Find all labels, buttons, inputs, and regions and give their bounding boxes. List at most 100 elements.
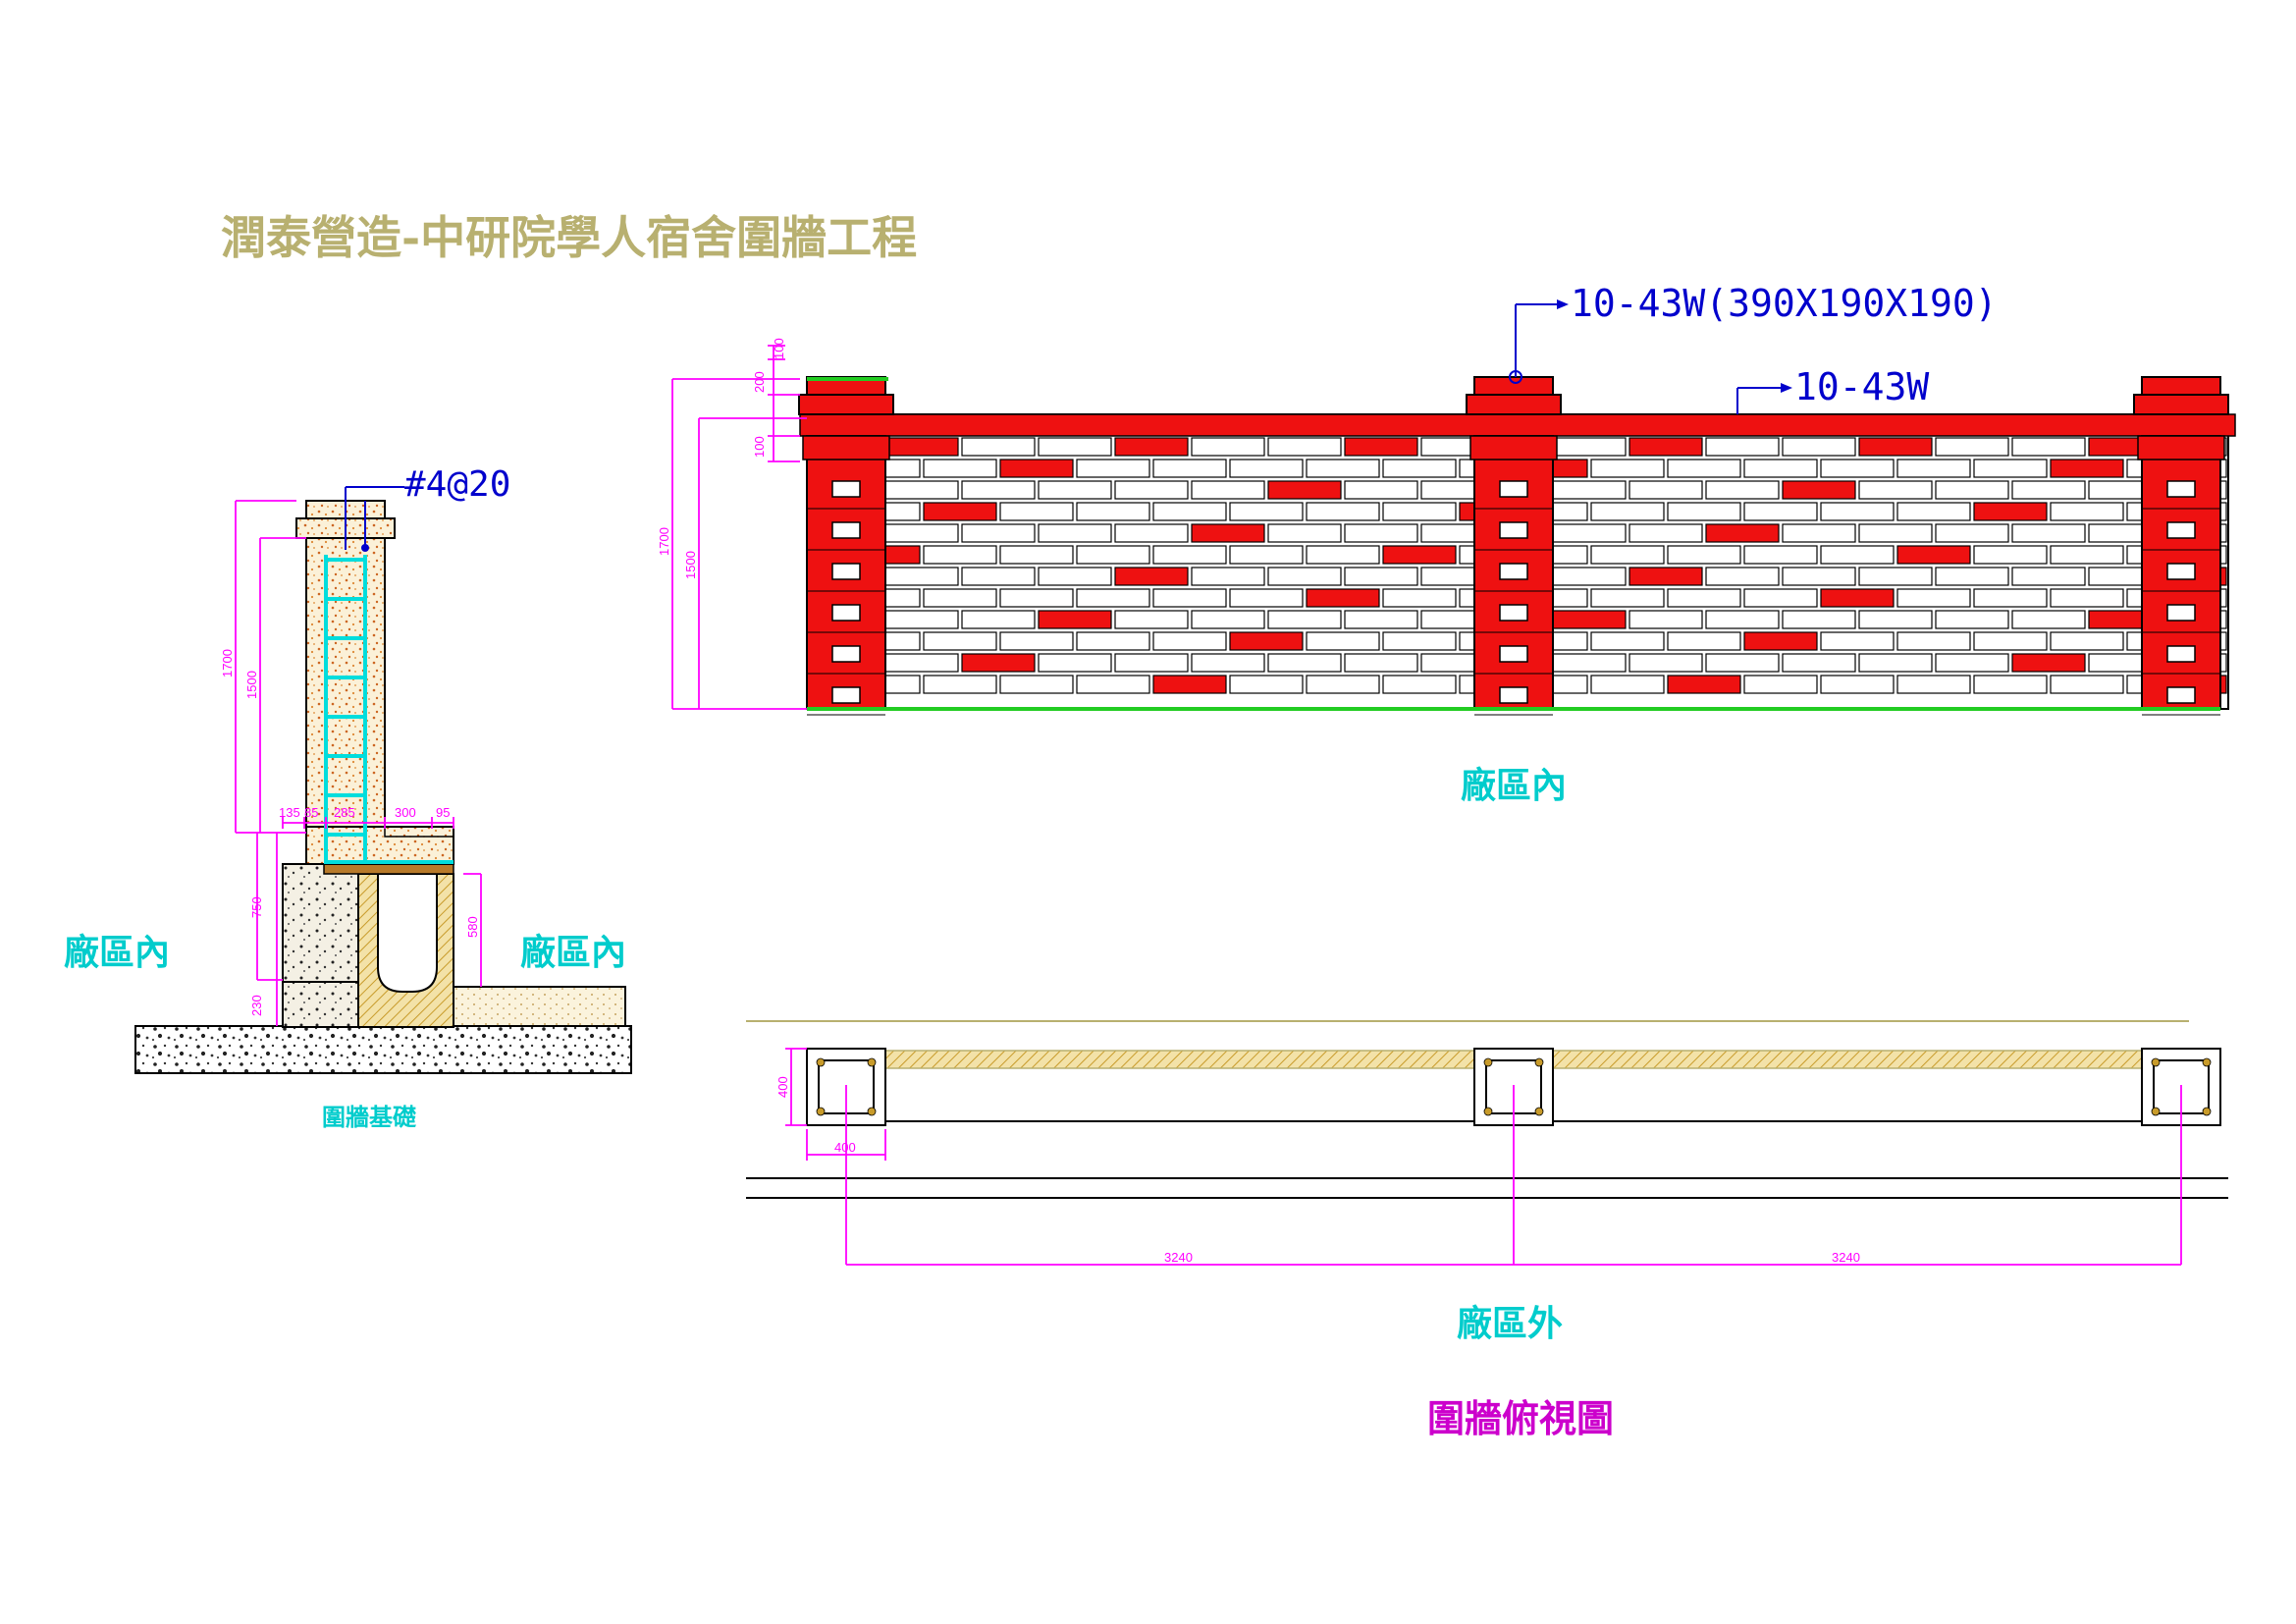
ground-slab (134, 1025, 632, 1074)
brick (884, 523, 959, 543)
pillar-cap-upper (1473, 376, 1554, 396)
elev-dim-1500: 1500 (683, 551, 698, 579)
section-label-right: 廠區內 (520, 932, 626, 973)
brick (1267, 653, 1342, 673)
pillar-cap-lower (798, 394, 894, 415)
brick (1229, 631, 1304, 651)
brick (1552, 545, 1588, 565)
brick (1935, 480, 2009, 500)
brick (1382, 459, 1457, 478)
pillar-opening (1499, 521, 1528, 539)
brick (1344, 653, 1418, 673)
brick (1152, 588, 1227, 608)
brick (1782, 567, 1856, 586)
plan-label-outside: 廠區外 (1457, 1303, 1563, 1344)
brick (1935, 523, 2009, 543)
brick (961, 610, 1036, 629)
elev-dim-200: 200 (752, 371, 767, 393)
brick (1344, 523, 1418, 543)
pillar-opening (2166, 480, 2196, 498)
brick (1306, 545, 1380, 565)
plan-caption: 圍牆俯視圖 (1427, 1397, 1614, 1440)
brick (1973, 502, 2048, 521)
pillar-collar (1469, 435, 1558, 460)
brick (1667, 502, 1741, 521)
brick (1590, 545, 1665, 565)
brick (923, 588, 997, 608)
brick (1076, 459, 1150, 478)
brick (1382, 675, 1457, 694)
brick (2050, 675, 2124, 694)
brick (999, 502, 1074, 521)
plan-rebar (2202, 1057, 2212, 1067)
plan-wall-right (1552, 1050, 2143, 1069)
brick (999, 459, 1074, 478)
brick (1629, 437, 1703, 457)
brick (884, 437, 959, 457)
brick (1229, 545, 1304, 565)
dim-135: 135 (279, 805, 300, 820)
drawing-title: 潤泰營造-中研院學人宿舍圍牆工程 (221, 211, 917, 264)
foundation-section: #4@20 1700 1500 750 230 580 135 85 (64, 464, 632, 1131)
plan-dim-400v: 400 (775, 1076, 790, 1098)
brick (1191, 567, 1265, 586)
brick (999, 588, 1074, 608)
brick (1267, 437, 1342, 457)
brick (1858, 480, 1933, 500)
pavement-right (453, 986, 626, 1027)
brick (1191, 480, 1265, 500)
dim-580: 580 (465, 916, 480, 938)
cap-callout (1515, 303, 1561, 377)
brick (1229, 459, 1304, 478)
brick (884, 610, 959, 629)
brick (1552, 653, 1627, 673)
brick (1820, 588, 1895, 608)
brick (1114, 567, 1189, 586)
brick (1820, 631, 1895, 651)
brick (1896, 502, 1971, 521)
brick (1152, 502, 1227, 521)
brick (1552, 567, 1627, 586)
dim-95: 95 (436, 805, 450, 820)
brick (1306, 459, 1380, 478)
brick (1306, 631, 1380, 651)
dim-85: 85 (304, 805, 318, 820)
brick (1191, 437, 1265, 457)
cap-callout-label: 10-43W(390X190X190) (1571, 282, 1998, 325)
plan-rebar (1483, 1107, 1493, 1116)
brick (1858, 653, 1933, 673)
brick (1552, 631, 1588, 651)
brick (1152, 631, 1227, 651)
brick (1896, 631, 1971, 651)
brick (1896, 459, 1971, 478)
brick (2011, 480, 2086, 500)
pillar-opening (2166, 604, 2196, 622)
plan-dimensions (785, 1048, 2182, 1266)
brick (1629, 610, 1703, 629)
brick (1306, 675, 1380, 694)
brick (1038, 610, 1112, 629)
brick (923, 675, 997, 694)
brick (2050, 459, 2124, 478)
brick (884, 480, 959, 500)
plan-rebar (1534, 1107, 1544, 1116)
elev-dim-1700: 1700 (657, 527, 671, 556)
brick (923, 631, 997, 651)
brick (2011, 653, 2086, 673)
brick (1629, 653, 1703, 673)
section-dimensions (235, 500, 482, 1026)
brick (1629, 523, 1703, 543)
pillar-opening (831, 480, 861, 498)
plan-rebar (2151, 1057, 2161, 1067)
drain-trough (377, 873, 438, 993)
brick (1382, 502, 1457, 521)
plan-dim-span1: 3240 (1164, 1250, 1193, 1265)
brick (1344, 480, 1418, 500)
brick (1667, 631, 1741, 651)
brick (2050, 631, 2124, 651)
brick (1590, 459, 1665, 478)
brick (961, 437, 1036, 457)
brick (2050, 502, 2124, 521)
brick (1344, 610, 1418, 629)
